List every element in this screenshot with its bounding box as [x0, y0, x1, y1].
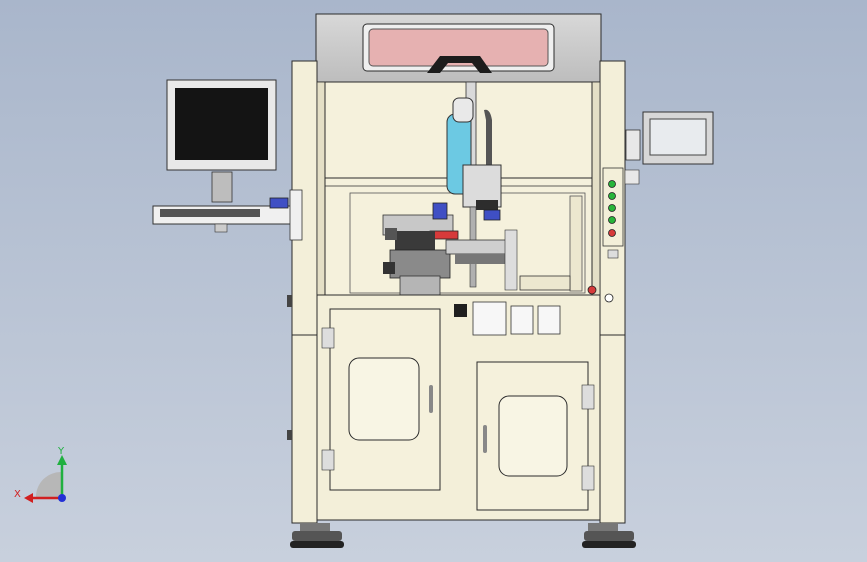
- keyboard: [160, 209, 260, 217]
- status-lamp-5: [608, 229, 616, 237]
- status-lamp-3: [608, 204, 616, 212]
- panel-switches: [472, 301, 561, 336]
- hmi-panel: [624, 111, 714, 185]
- top-cover: [315, 13, 602, 83]
- status-lamp-1: [608, 180, 616, 188]
- cover-window: [368, 28, 549, 67]
- left-door: [321, 308, 441, 491]
- cover-handle: [427, 56, 492, 73]
- right-door: [476, 361, 595, 511]
- x-axis-label: X: [14, 489, 21, 500]
- work-mechanism: [382, 202, 597, 297]
- monitor-arm: [152, 79, 303, 241]
- status-lamp-4: [608, 216, 616, 224]
- robot-head: [446, 81, 502, 288]
- lower-cabinet: [316, 294, 601, 521]
- hmi-screen: [649, 118, 707, 156]
- monitor-screen: [175, 88, 268, 160]
- status-lamp-2: [608, 192, 616, 200]
- leveling-feet: [290, 523, 636, 548]
- status-lamps: [602, 167, 624, 303]
- coordinate-triad: X Y: [14, 446, 67, 503]
- y-axis-label: Y: [57, 446, 65, 457]
